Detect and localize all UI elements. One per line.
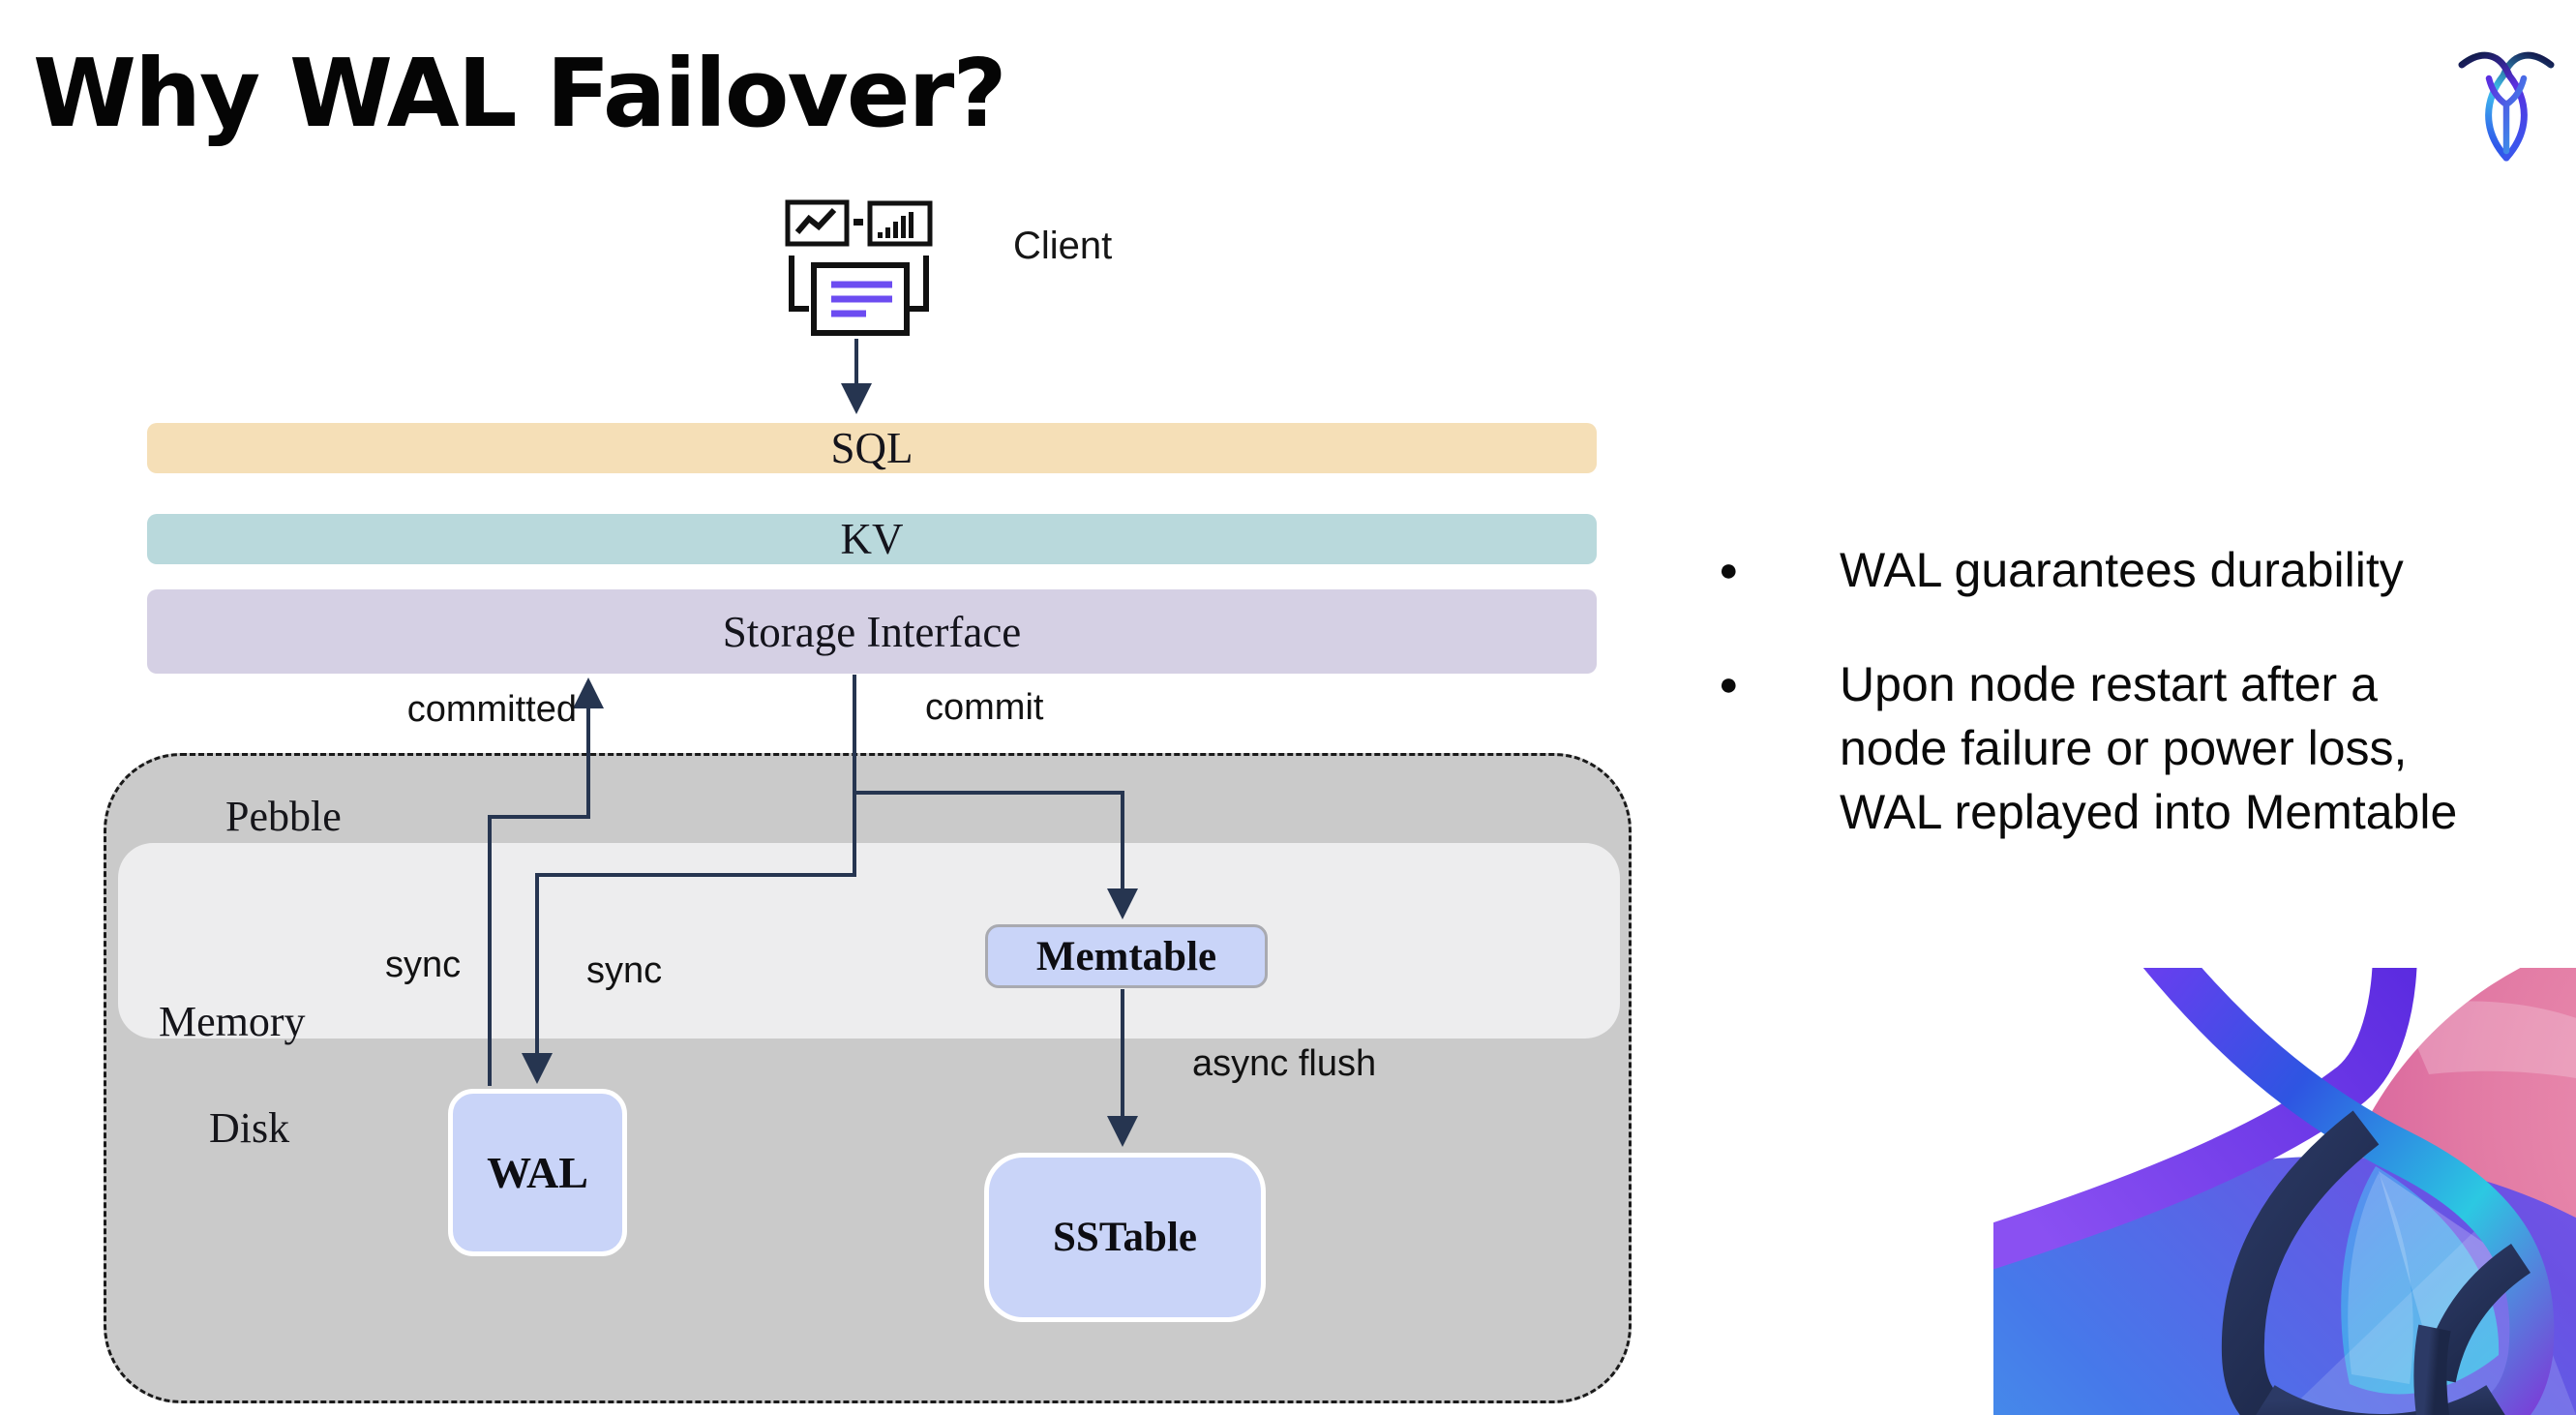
- layer-label-kv: KV: [840, 515, 904, 563]
- memtable-box: Memtable: [985, 924, 1268, 988]
- sync-right-edge-label: sync: [586, 950, 663, 991]
- committed-edge-label: committed: [406, 689, 577, 730]
- line-chart-zigzag: [794, 207, 837, 234]
- brand-decoration: [1993, 968, 2576, 1415]
- sstable-label: SSTable: [1052, 1215, 1197, 1260]
- layer-label-sql: SQL: [830, 424, 914, 472]
- bullet-item: ● Upon node restart after a node failure…: [1713, 652, 2564, 844]
- left-bracket: [789, 256, 809, 312]
- bullet-text: WAL guarantees durability: [1840, 543, 2404, 597]
- leaf-facet-1: [2379, 1171, 2506, 1384]
- bar-3: [893, 222, 898, 238]
- stem-band: [2413, 1324, 2451, 1415]
- bar-4: [901, 216, 906, 238]
- pink-highlight: [2400, 1001, 2576, 1079]
- memory-zone: [118, 843, 1620, 1039]
- bar-2: [885, 227, 890, 238]
- commit-edge-label: commit: [925, 687, 1044, 728]
- right-bracket: [909, 256, 929, 312]
- logo-inner-y: [2485, 75, 2528, 155]
- memtable-label: Memtable: [1035, 933, 1217, 979]
- sstable-box: SSTable: [984, 1153, 1266, 1322]
- memory-label: Memory: [159, 998, 306, 1045]
- bullet-text: Upon node restart after a node failure o…: [1840, 657, 2458, 839]
- wal-box: WAL: [448, 1089, 627, 1256]
- async-flush-edge-label: async flush: [1192, 1043, 1377, 1084]
- pebble-label: Pebble: [225, 793, 342, 840]
- layer-bar-kv: KV: [147, 514, 1597, 564]
- page-title: Why WAL Failover?: [33, 39, 1007, 148]
- layer-bar-storage-interface: Storage Interface: [147, 589, 1597, 674]
- logo-right-antenna: [2485, 51, 2555, 162]
- cockroachdb-brand-art-icon: [1993, 968, 2576, 1415]
- antenna-band-right: [2142, 968, 2555, 1415]
- disk-label: Disk: [209, 1104, 290, 1152]
- wal-label: WAL: [487, 1148, 588, 1197]
- bullet-dot-icon: ●: [1719, 552, 1739, 588]
- bar-1: [878, 232, 883, 238]
- layer-label-storage-interface: Storage Interface: [722, 607, 1022, 656]
- bar-5: [909, 212, 914, 238]
- sync-left-edge-label: sync: [385, 945, 462, 985]
- leaf-left-edge: [2221, 1110, 2380, 1415]
- cockroachdb-logo-icon: [2458, 51, 2555, 162]
- client-devices-icon: [785, 199, 933, 336]
- leaf-facet-2: [2348, 1173, 2413, 1384]
- bullet-dot-icon: ●: [1719, 666, 1739, 703]
- layer-bar-sql: SQL: [147, 423, 1597, 473]
- client-label: Client: [1013, 225, 1113, 267]
- bullet-item: ● WAL guarantees durability: [1713, 538, 2564, 602]
- logo-left-antenna: [2458, 51, 2528, 162]
- bullet-list: ● WAL guarantees durability ● Upon node …: [1713, 538, 2564, 844]
- dash-glyph: [854, 219, 863, 226]
